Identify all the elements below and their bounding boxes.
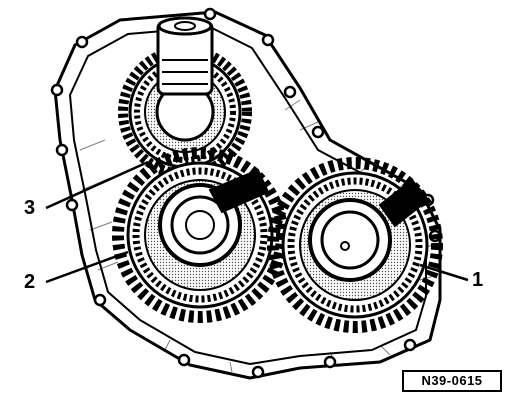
gear-top: [118, 16, 252, 179]
leader-lines: [45, 160, 469, 284]
figure-code-label: N39-0615: [402, 370, 502, 392]
gear-middle: [112, 147, 288, 323]
leader-line-3: [45, 160, 149, 210]
callout-2: 2: [24, 271, 36, 293]
leader-line-2: [45, 250, 129, 284]
leader-line-1: [419, 263, 469, 282]
bolt-holes: [50, 7, 442, 379]
gear-right: [267, 157, 443, 333]
callout-3: 3: [24, 197, 36, 219]
housing: [53, 10, 442, 380]
callout-1: 1: [472, 269, 484, 291]
